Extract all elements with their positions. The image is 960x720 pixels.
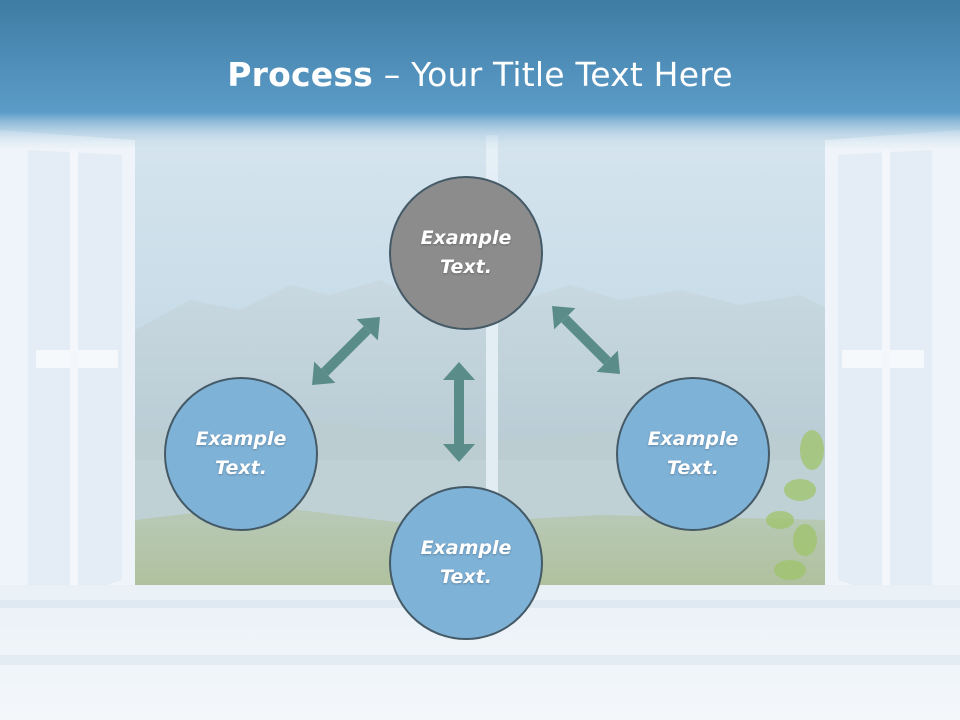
node-bottom-label: Example Text. xyxy=(420,537,512,588)
title-rest: – Your Title Text Here xyxy=(373,55,733,94)
node-top[interactable]: Example Text. xyxy=(389,176,543,330)
title-strong: Process xyxy=(227,55,374,94)
node-top-label: Example Text. xyxy=(420,227,512,278)
node-left[interactable]: Example Text. xyxy=(164,377,318,531)
arrow-top-right xyxy=(552,306,620,374)
node-right-label: Example Text. xyxy=(647,428,739,479)
page-title: Process – Your Title Text Here xyxy=(0,52,960,98)
arrow-top-bottom xyxy=(443,362,475,462)
node-bottom[interactable]: Example Text. xyxy=(389,486,543,640)
arrow-left-top xyxy=(312,317,380,385)
node-right[interactable]: Example Text. xyxy=(616,377,770,531)
node-left-label: Example Text. xyxy=(195,428,287,479)
